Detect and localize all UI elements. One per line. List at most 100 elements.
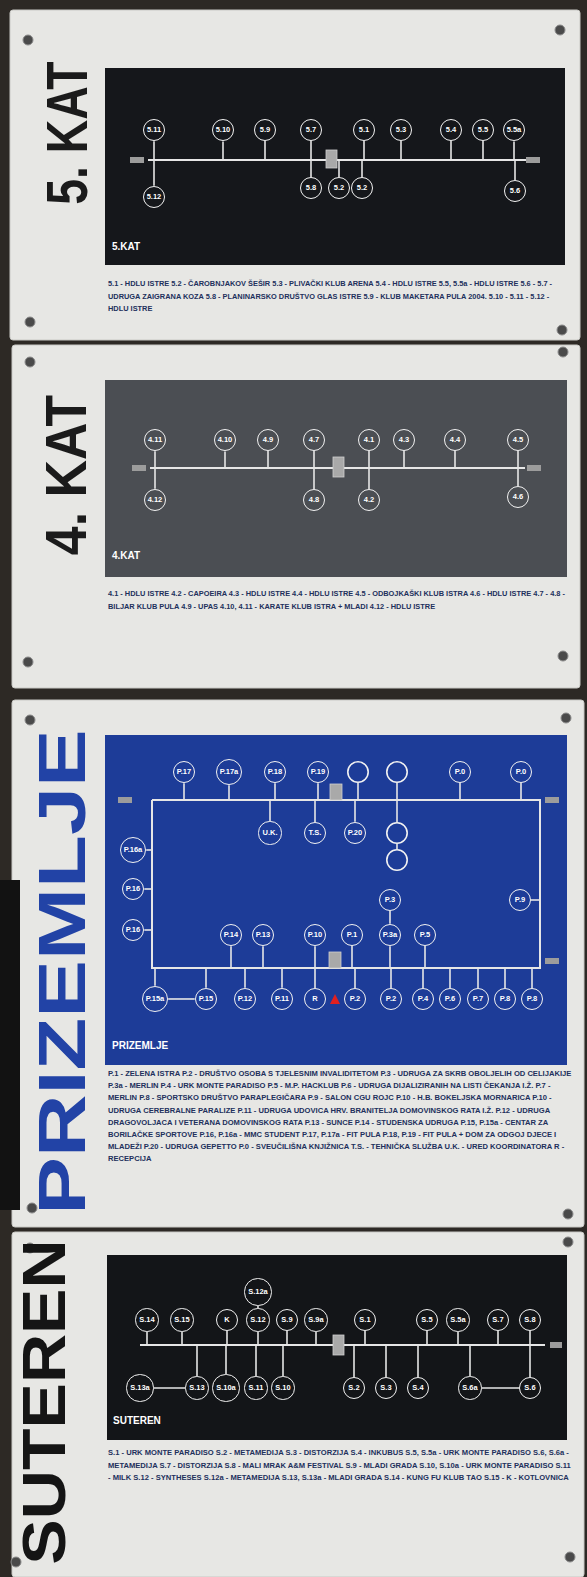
stub-line [230,946,232,968]
stub-line [482,141,484,160]
room-number: P.7 [473,995,483,1003]
room-number: S.10a [216,1384,236,1392]
stub-line [317,783,319,800]
room-circle: S.6a [458,1376,481,1399]
floor-plan-panel: 5.115.105.95.75.15.35.45.55.5a5.125.85.2… [105,68,565,265]
room-circle: P.3 [379,889,401,911]
stub-line [517,451,519,468]
room-circle: P.16 [122,878,145,901]
tenant-list: P.1 - ZELENA ISTRA P.2 - DRUŠTVO OSOBA S… [108,1068,573,1166]
stub-line [385,1345,387,1377]
room-circle: 5.7 [300,119,322,141]
stair-block [329,952,341,968]
board-panel [12,700,584,1227]
room-number: P.18 [268,768,282,776]
text-holder: 4.KAT [112,550,140,561]
room-number: P.8 [500,995,510,1003]
room-circle: S.10a [212,1374,239,1401]
stub-line [396,783,398,800]
stub-line [228,785,230,800]
stub-line [224,451,226,468]
stair-block [333,1335,344,1355]
stub-line [314,946,316,968]
screw [25,357,35,367]
room-number: 4.8 [309,496,319,504]
room-number: S.9a [308,1316,323,1324]
stub-line [225,1345,227,1374]
room-circle: S.9a [304,1308,327,1331]
room-number: 5.5 [478,126,488,134]
room-circle: 5.6 [504,180,526,202]
room-circle: P.8 [521,988,543,1010]
floor-plan-fill [105,735,567,1065]
room-number: S.2 [348,1384,359,1392]
stub-line [357,783,359,800]
exit-mark [132,465,146,471]
room-circle: 4.10 [214,429,237,452]
room-number: P.19 [311,768,325,776]
room-circle: S.15 [170,1308,193,1331]
room-number: P.5 [420,931,430,939]
room-number: 5.8 [306,184,316,192]
room-circle: P.9 [509,889,531,911]
room-number: 5.12 [147,193,162,201]
room-circle: P.19 [307,761,330,784]
stub-line [205,968,207,988]
room-number: 4.3 [399,436,409,444]
stub-line [313,468,315,489]
text-holder: 5.1 - HDLU ISTRE 5.2 - ČAROBNJAKOV ŠEŠIR… [108,278,568,316]
room-circle: 5.3 [390,119,412,141]
stub-line [396,844,398,849]
screw [25,715,35,725]
stub-line [314,968,316,988]
stub-line [183,783,185,800]
room-number: 4.12 [148,496,163,504]
room-circle: S.13a [126,1374,153,1401]
stub-line [504,968,506,988]
screw [563,1237,573,1247]
stub-line [531,968,533,988]
room-circle: P.15 [195,988,218,1011]
screw [23,657,33,667]
room-circle: P.1 [341,924,363,946]
stub-line [361,160,363,177]
room-number: S.5a [450,1316,465,1324]
directory-board: P.17P.17aP.18P.19P.0P.0U.K.T.S.P.20P.16a… [12,700,584,1227]
stub-line [146,849,152,851]
stub-line [226,1331,228,1345]
room-number: S.15 [174,1316,189,1324]
room-link [389,911,391,924]
exit-mark [118,797,132,803]
room-circle: P.17 [173,761,196,784]
room-number: 4.9 [263,436,273,444]
stub-line [282,1345,284,1376]
stub-line [520,783,522,800]
tenant-list: 4.1 - HDLU ISTRE 4.2 - CAPOEIRA 4.3 - HD… [108,588,568,613]
stub-line [267,451,269,468]
room-number: 5.6 [510,187,520,195]
stub-line [368,451,370,468]
stub-line [497,1331,499,1345]
room-circle: S.3 [375,1377,397,1399]
room-circle: P.8 [494,988,516,1010]
room-number: P.3a [383,931,397,939]
stub-line [457,1332,459,1345]
room-circle: P.16a [120,837,146,863]
exit-mark [545,958,559,964]
room-circle: 4.8 [303,489,325,511]
stub-line [313,451,315,468]
stair-block [326,150,337,168]
stub-line [354,800,356,822]
room-circle: 4.9 [257,429,279,451]
room-number: U.K. [262,829,277,837]
stub-line [531,899,540,901]
exit-mark [545,797,559,803]
room-number: P.1 [347,931,357,939]
room-circle: P.14 [220,924,243,947]
empty-room [348,762,368,782]
stub-line [469,1345,471,1376]
floor-plan-panel: 4.114.104.94.74.14.34.44.54.124.84.24.64… [105,380,567,577]
stub-line [181,1332,183,1345]
stub-line [368,468,370,489]
